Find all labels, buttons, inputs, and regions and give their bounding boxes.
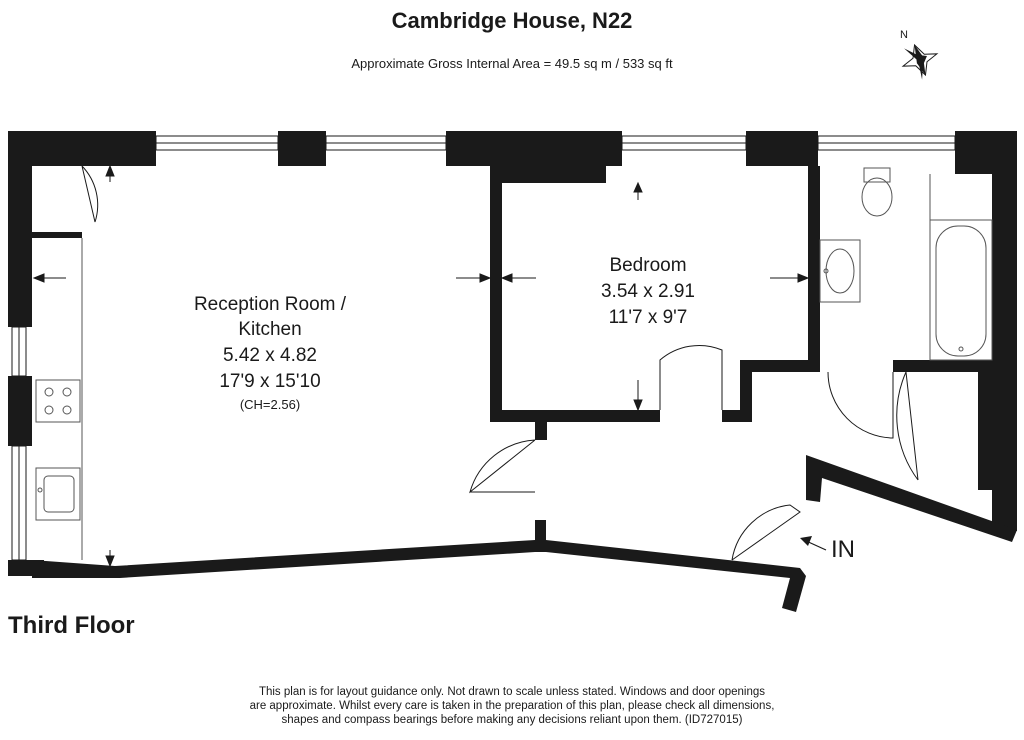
wall-bedroom-jamb (740, 360, 752, 420)
door-entrance (731, 504, 801, 561)
walls (8, 131, 1017, 612)
wall-bedroom-left (490, 166, 502, 422)
windows (11, 135, 956, 561)
compass-north-label: N (900, 29, 908, 41)
bedroom-metric: 3.54 x 2.91 (601, 281, 695, 302)
door-bedroom (659, 344, 723, 410)
hob-icon (35, 379, 81, 423)
wall-bottom-left (32, 540, 535, 578)
wall-bottom-right (535, 520, 806, 612)
door-bathroom (827, 371, 894, 439)
door-reception (469, 439, 536, 494)
dimension-arrows (32, 164, 810, 568)
wall-bedroom-right (808, 166, 820, 362)
wall-bottom-far-right (806, 455, 1017, 542)
wall-cupboard-right (978, 372, 992, 490)
disclaimer-line-2: are approximate. Whilst every care is ta… (249, 700, 775, 712)
door-kitchen-cupboard (81, 165, 99, 223)
wall-hall-stub (535, 410, 547, 440)
reception-name-line1: Reception Room / (194, 294, 347, 315)
bedroom-imperial: 11'7 x 9'7 (609, 307, 688, 328)
wall-top-pier (278, 131, 326, 166)
bathtub-icon (929, 219, 993, 361)
wall-bathroom-bottom (893, 360, 1017, 372)
kitchen-fixtures (35, 238, 83, 560)
wall-left-upper (8, 131, 32, 327)
bathroom-fixtures (819, 167, 993, 361)
bedroom-label: Bedroom 3.54 x 2.91 11'7 x 9'7 (601, 255, 695, 328)
disclaimer-line-1: This plan is for layout guidance only. N… (258, 686, 766, 698)
entrance-arrow-icon (800, 536, 827, 551)
toilet-cistern-icon (863, 167, 891, 183)
wall-top-left (8, 131, 156, 166)
gross-area-text: Approximate Gross Internal Area = 49.5 s… (351, 56, 673, 71)
reception-name-line2: Kitchen (238, 319, 301, 340)
floor-label: Third Floor (8, 612, 135, 639)
entrance-label: IN (831, 536, 855, 563)
basin-icon (819, 239, 861, 303)
reception-imperial: 17'9 x 15'10 (219, 371, 320, 392)
reception-metric: 5.42 x 4.82 (223, 345, 317, 366)
doors (81, 165, 919, 561)
reception-ceiling-height: (CH=2.56) (240, 397, 300, 412)
wall-bedroom-bottom (490, 410, 660, 422)
wall-bedroom-step (740, 360, 820, 372)
wall-right (992, 131, 1017, 531)
toilet-icon (861, 177, 893, 217)
reception-room-label: Reception Room / Kitchen 5.42 x 4.82 17'… (194, 294, 347, 412)
disclaimer-line-3: shapes and compass bearings before makin… (281, 714, 743, 726)
bedroom-name: Bedroom (609, 255, 686, 276)
door-cupboard (896, 371, 919, 481)
disclaimer: This plan is for layout guidance only. N… (212, 685, 812, 727)
wall-cupboard-kitchen (32, 232, 82, 238)
wall-top-bedroom (746, 131, 818, 166)
kitchen-sink-icon (35, 467, 81, 521)
plan-title: Cambridge House, N22 (391, 8, 633, 33)
wall-left-middle (8, 376, 32, 446)
wall-top-middle (446, 131, 622, 183)
compass-icon: N (900, 29, 939, 80)
